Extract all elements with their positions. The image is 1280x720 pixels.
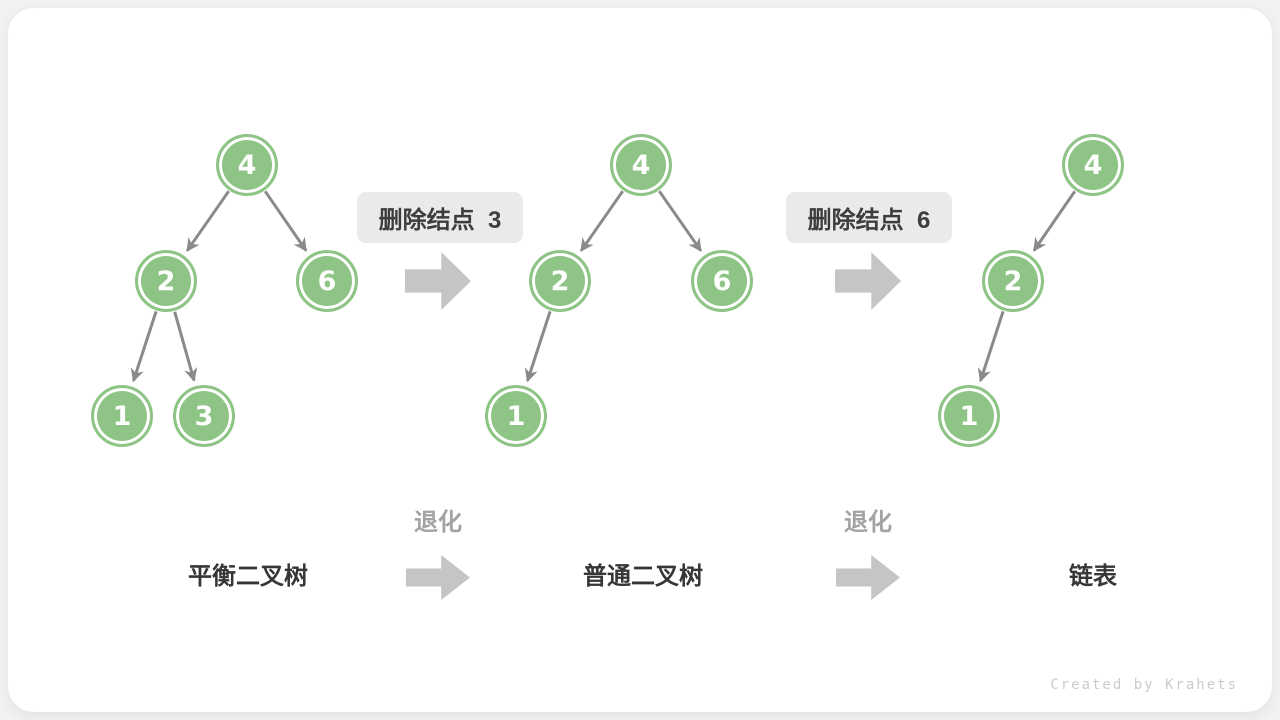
tree-node-4: 4 (1062, 134, 1124, 196)
tree-node-2: 2 (135, 250, 197, 312)
caption-linked-list: 链表 (1069, 563, 1117, 590)
tree-node-4: 4 (216, 134, 278, 196)
tree-node-2: 2 (529, 250, 591, 312)
caption-balanced-binary-tree: 平衡二叉树 (188, 563, 308, 590)
operation-label-delete-node-3: 删除结点 3 (357, 192, 523, 243)
diagram-card (8, 8, 1272, 712)
degrade-label: 退化 (414, 509, 462, 536)
tree-node-1: 1 (938, 385, 1000, 447)
tree-node-2: 2 (982, 250, 1044, 312)
degrade-label: 退化 (844, 509, 892, 536)
tree-node-1: 1 (485, 385, 547, 447)
tree-node-6: 6 (691, 250, 753, 312)
tree-node-1: 1 (91, 385, 153, 447)
watermark: Created by Krahets (1050, 677, 1238, 693)
operation-label-delete-node-6: 删除结点 6 (786, 192, 952, 243)
caption-ordinary-binary-tree: 普通二叉树 (583, 563, 703, 590)
tree-node-3: 3 (173, 385, 235, 447)
tree-node-6: 6 (296, 250, 358, 312)
tree-node-4: 4 (610, 134, 672, 196)
